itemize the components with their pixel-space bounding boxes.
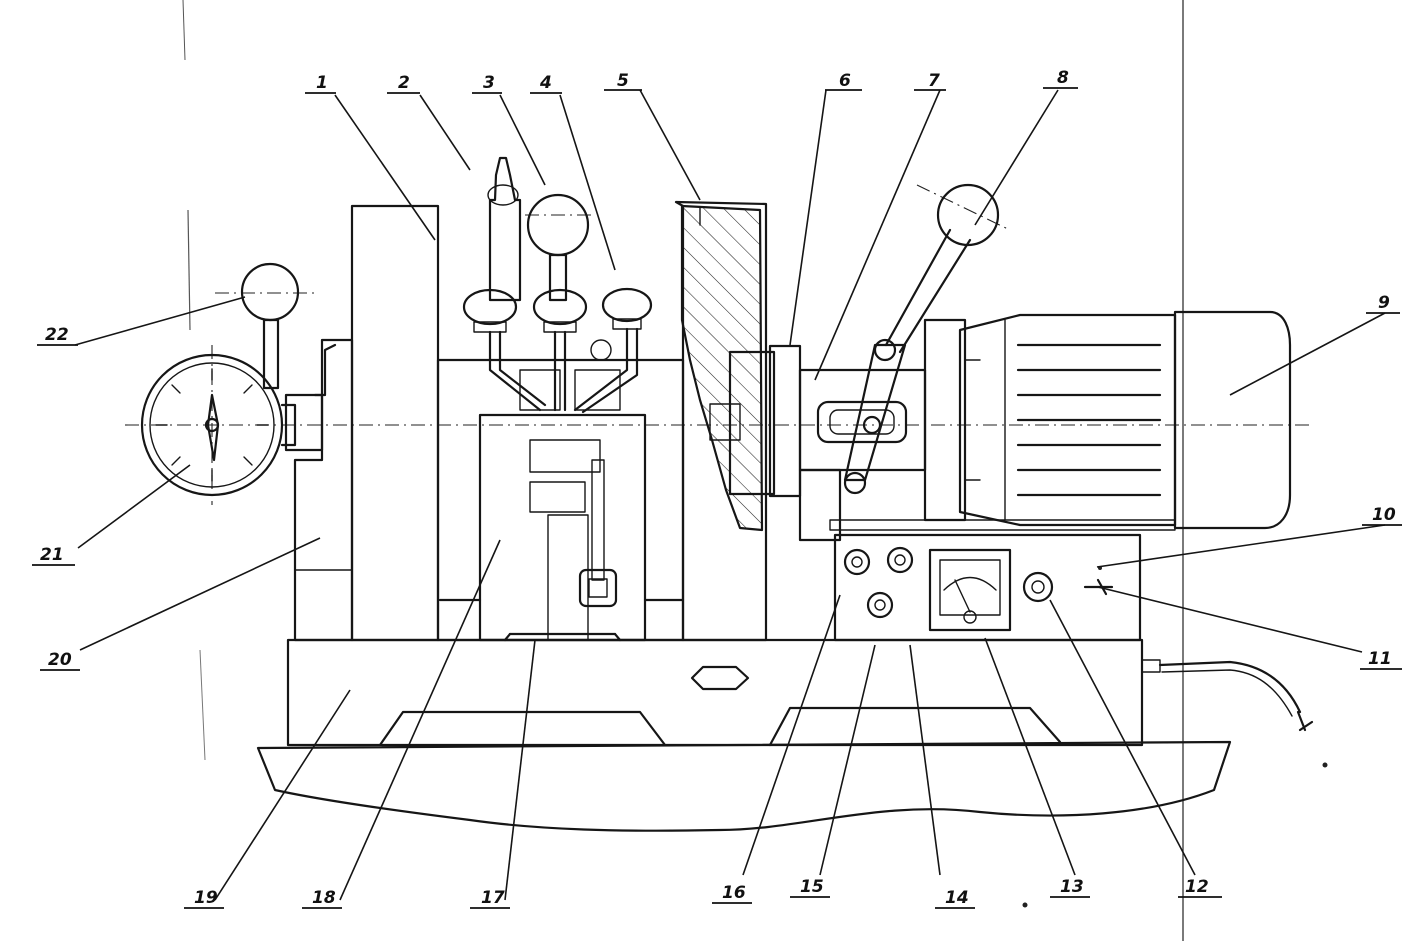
power-cable [1141, 659, 1314, 732]
callout-3: 3 [472, 73, 502, 94]
svg-text:12: 12 [1185, 877, 1209, 897]
plate-1 [350, 204, 440, 642]
svg-text:15: 15 [800, 877, 824, 897]
callout-17: 17 [470, 888, 510, 909]
svg-text:20: 20 [48, 650, 72, 670]
svg-text:19: 19 [194, 888, 218, 908]
callout-14: 14 [935, 888, 975, 909]
callout-12: 12 [1178, 877, 1222, 898]
control-box [833, 533, 1142, 642]
callout-15: 15 [790, 877, 830, 898]
svg-text:5: 5 [617, 71, 629, 91]
callout-4: 4 [530, 73, 562, 94]
svg-text:14: 14 [945, 888, 969, 908]
lever [843, 183, 1000, 495]
svg-text:21: 21 [40, 545, 64, 565]
manometer-cluster [462, 156, 653, 414]
callout-21: 21 [32, 545, 75, 566]
svg-text:4: 4 [539, 73, 552, 93]
callout-16: 16 [712, 883, 752, 904]
callout-7: 7 [914, 71, 946, 91]
callout-8: 8 [1043, 68, 1078, 89]
svg-text:13: 13 [1060, 877, 1084, 897]
callout-9: 9 [1366, 293, 1400, 314]
callout-11: 11 [1360, 649, 1402, 670]
svg-text:10: 10 [1372, 505, 1396, 525]
callout-1: 1 [305, 73, 336, 94]
svg-text:2: 2 [398, 73, 410, 93]
svg-text:7: 7 [928, 71, 940, 91]
svg-text:9: 9 [1378, 293, 1390, 313]
callout-10: 10 [1362, 505, 1402, 526]
svg-text:8: 8 [1057, 68, 1069, 88]
svg-text:22: 22 [45, 325, 69, 345]
svg-text:16: 16 [722, 883, 746, 903]
svg-text:6: 6 [839, 71, 851, 91]
callout-5: 5 [604, 71, 642, 91]
svg-text:17: 17 [481, 888, 505, 908]
callout-2: 2 [387, 73, 420, 94]
scan-artifacts [182, 0, 1328, 941]
callout-22: 22 [37, 325, 78, 346]
callout-20: 20 [40, 650, 80, 671]
svg-text:11: 11 [1368, 649, 1392, 669]
callout-6: 6 [825, 71, 862, 91]
pressure-gauge [140, 262, 300, 497]
callout-19: 19 [184, 888, 224, 909]
svg-text:18: 18 [312, 888, 336, 908]
leader-lines [74, 89, 1386, 901]
svg-text:3: 3 [483, 73, 495, 93]
electric-motor [829, 310, 1292, 531]
callout-13: 13 [1050, 877, 1090, 898]
guard-blade [674, 200, 768, 642]
svg-text:1: 1 [316, 73, 328, 93]
callout-18: 18 [302, 888, 342, 909]
left-stand [284, 338, 354, 642]
callout-labels: 1 2 3 4 5 6 7 8 9 10 11 12 13 14 15 16 1… [32, 68, 1402, 909]
bearing-block [798, 368, 927, 542]
